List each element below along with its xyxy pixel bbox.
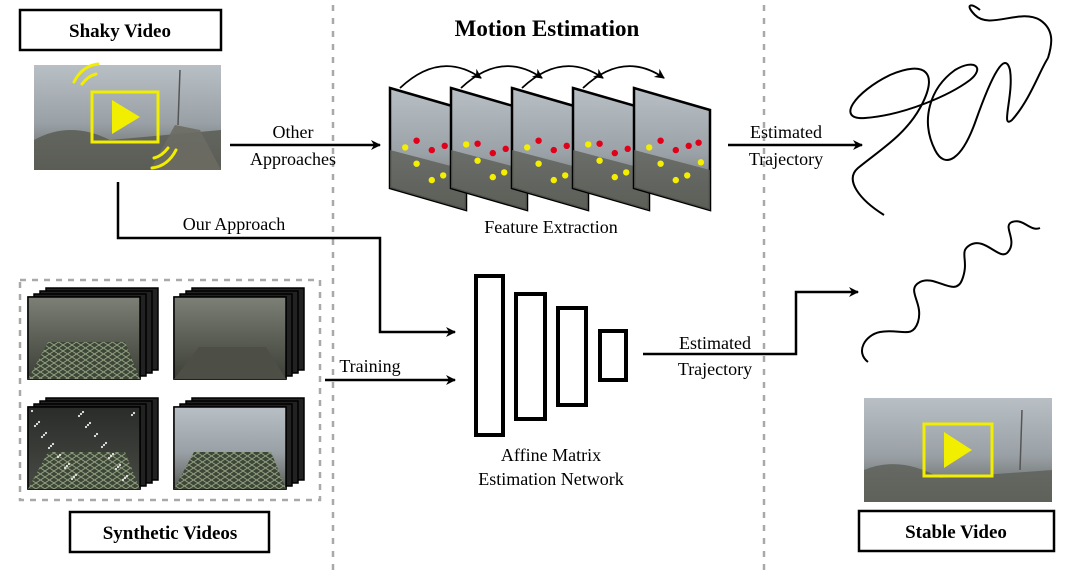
frame-hop-arrow: [582, 65, 665, 89]
feature-frame: [510, 86, 590, 212]
frame-hop-arrow: [399, 65, 482, 89]
feature-point-yellow: [596, 157, 603, 164]
feature-point-yellow: [697, 159, 705, 166]
feature-point-red: [441, 142, 448, 150]
shaky-video-title: Shaky Video: [69, 21, 171, 42]
feature-point-yellow: [463, 141, 470, 148]
motion-estimation-title: Motion Estimation: [455, 16, 640, 41]
feature-point-yellow: [428, 176, 435, 184]
feature-point-red: [657, 137, 664, 144]
feature-point-red: [489, 149, 496, 157]
feature-point-yellow: [684, 172, 691, 179]
feature-point-yellow: [489, 173, 496, 181]
play-icon: [922, 422, 994, 478]
affine-network: [474, 274, 628, 437]
feature-point-red: [550, 146, 557, 154]
feature-point-yellow: [402, 144, 409, 151]
feature-point-red: [611, 149, 618, 157]
our-approach-arrow: [116, 182, 456, 337]
network-layer-1: [474, 274, 505, 437]
estimated-trajectory-arrow-bottom: [643, 287, 859, 356]
play-icon: [90, 90, 160, 144]
network-layer-3: [556, 306, 588, 407]
synthetic-videos-title: Synthetic Videos: [103, 523, 238, 544]
network-layer-4: [598, 329, 628, 382]
shaky-trajectory-curve: [849, 4, 1053, 216]
feature-point-yellow: [646, 144, 653, 151]
frame-hop-arrow: [521, 65, 604, 89]
trajectory-label-bottom: Trajectory: [678, 359, 752, 379]
feature-point-red: [474, 140, 481, 147]
approaches-label: Approaches: [250, 149, 336, 169]
synthetic-video-stack: [173, 397, 305, 490]
stable-video-label: Stable Video: [857, 509, 1056, 553]
feature-frame: [388, 86, 468, 212]
feature-point-yellow: [585, 141, 592, 148]
feature-point-yellow: [535, 160, 542, 167]
synthetic-video-stack: [27, 397, 159, 490]
network-layer-2: [514, 292, 547, 421]
frame-hop-arrow: [460, 65, 543, 89]
stable-video-thumbnail: [864, 398, 1052, 502]
stable-video-title: Stable Video: [905, 522, 1007, 543]
feature-point-yellow: [501, 169, 508, 176]
shake-wave-icon: [72, 62, 178, 170]
feature-frame: [632, 86, 712, 212]
feature-point-red: [596, 140, 603, 147]
feature-point-yellow: [413, 160, 420, 167]
feature-point-red: [672, 146, 679, 154]
feature-point-yellow: [474, 157, 481, 164]
smooth-trajectory-curve: [861, 220, 1041, 363]
affine-label-line2: Estimation Network: [478, 469, 623, 489]
synthetic-video-stack: [27, 287, 159, 380]
feature-point-red: [624, 145, 631, 153]
feature-point-yellow: [562, 172, 569, 179]
estimated-label-top: Estimated: [750, 122, 822, 142]
shaky-video-label: Shaky Video: [18, 8, 223, 52]
feature-point-red: [563, 142, 570, 150]
our-approach-label: Our Approach: [183, 214, 285, 234]
feature-point-red: [413, 137, 420, 144]
feature-extraction-label: Feature Extraction: [484, 217, 617, 237]
feature-point-yellow: [657, 160, 664, 167]
feature-frame: [449, 86, 529, 212]
feature-point-yellow: [611, 173, 618, 181]
feature-point-yellow: [623, 169, 630, 176]
feature-point-red: [685, 142, 692, 150]
feature-point-red: [502, 145, 509, 153]
affine-label-line1: Affine Matrix: [501, 445, 601, 465]
feature-point-red: [428, 146, 435, 154]
synthetic-videos-label: Synthetic Videos: [68, 510, 271, 554]
frame-hop-arrows: [399, 65, 665, 89]
feature-point-red: [535, 137, 542, 144]
feature-point-yellow: [672, 176, 679, 184]
feature-point-red: [695, 139, 702, 146]
other-label: Other: [273, 122, 314, 142]
trajectory-label-top: Trajectory: [749, 149, 823, 169]
shaky-video-thumbnail: [34, 62, 221, 170]
estimated-label-bottom: Estimated: [679, 333, 751, 353]
feature-point-yellow: [524, 144, 531, 151]
synthetic-videos-panel: [18, 278, 322, 502]
synthetic-video-stack: [173, 287, 305, 380]
training-label: Training: [339, 356, 400, 376]
feature-point-yellow: [440, 172, 447, 179]
feature-point-yellow: [550, 176, 557, 184]
feature-frames: [388, 86, 712, 212]
